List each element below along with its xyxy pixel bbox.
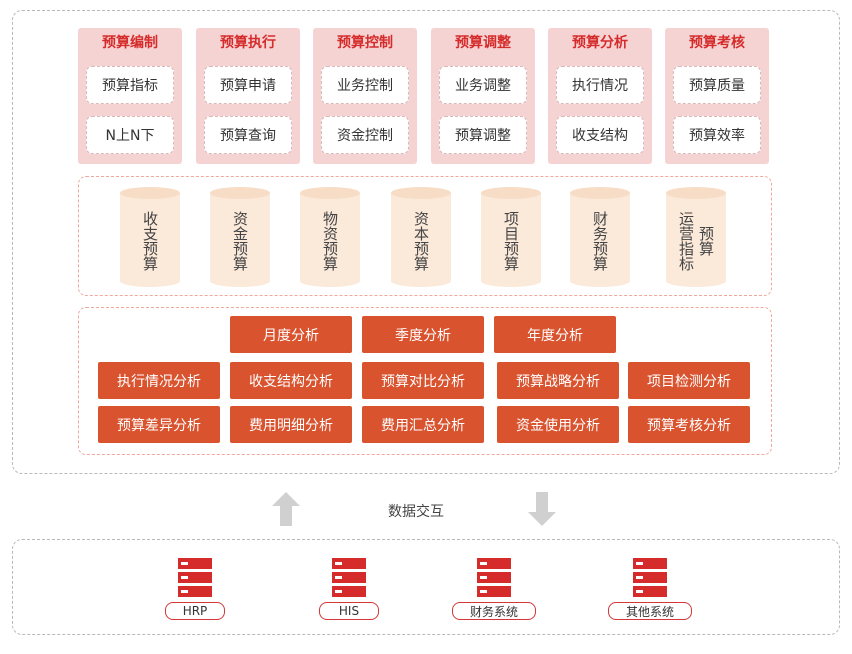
module-item[interactable]: 预算效率	[673, 116, 761, 154]
system-hrp[interactable]: HRP	[165, 558, 225, 622]
cylinder-label: 收支预算	[141, 211, 159, 271]
module-item[interactable]: 收支结构	[556, 116, 644, 154]
annual-analysis-button[interactable]: 年度分析	[494, 316, 616, 353]
module-item[interactable]: 业务控制	[321, 66, 409, 104]
budget-types-panel	[78, 176, 772, 296]
module-title: 预算分析	[572, 35, 628, 51]
module-budget-compile: 预算编制 预算指标 N上N下	[78, 28, 182, 164]
module-item[interactable]: 预算调整	[439, 116, 527, 154]
analysis-panel	[78, 307, 772, 455]
cylinder-operation-indicator-budget[interactable]: 运营指标 预算	[666, 187, 726, 287]
project-monitor-analysis-button[interactable]: 项目检测分析	[628, 362, 750, 399]
structure-analysis-button[interactable]: 收支结构分析	[230, 362, 352, 399]
system-label: HIS	[319, 602, 379, 620]
platform-frame	[12, 10, 840, 474]
cylinder-label: 资金预算	[231, 211, 249, 271]
cylinder-project-budget[interactable]: 项目预算	[481, 187, 541, 287]
module-title: 预算考核	[689, 35, 745, 51]
cylinder-label: 项目预算	[502, 211, 520, 271]
server-icon	[178, 558, 212, 597]
cylinder-revenue-expense-budget[interactable]: 收支预算	[120, 187, 180, 287]
module-item[interactable]: 资金控制	[321, 116, 409, 154]
server-icon	[633, 558, 667, 597]
module-item[interactable]: 预算申请	[204, 66, 292, 104]
cylinder-label: 运营指标	[677, 211, 695, 271]
cylinder-capital-budget[interactable]: 资本预算	[391, 187, 451, 287]
monthly-analysis-button[interactable]: 月度分析	[230, 316, 352, 353]
system-label: HRP	[165, 602, 225, 620]
cylinder-label: 财务预算	[591, 211, 609, 271]
cylinder-label: 预算	[697, 226, 715, 256]
source-systems-frame	[12, 539, 840, 635]
module-item[interactable]: 执行情况	[556, 66, 644, 104]
expense-detail-analysis-button[interactable]: 费用明细分析	[230, 406, 352, 443]
module-title: 预算调整	[455, 35, 511, 51]
cylinder-fund-budget[interactable]: 资金预算	[210, 187, 270, 287]
system-finance[interactable]: 财务系统	[452, 558, 536, 622]
system-label: 财务系统	[452, 602, 536, 620]
system-label: 其他系统	[608, 602, 692, 620]
module-title: 预算编制	[102, 35, 158, 51]
module-budget-control: 预算控制 业务控制 资金控制	[313, 28, 417, 164]
module-item[interactable]: 预算质量	[673, 66, 761, 104]
variance-analysis-button[interactable]: 预算差异分析	[98, 406, 220, 443]
module-budget-execute: 预算执行 预算申请 预算查询	[196, 28, 300, 164]
execution-analysis-button[interactable]: 执行情况分析	[98, 362, 220, 399]
data-exchange-label: 数据交互	[388, 504, 444, 520]
module-item[interactable]: 预算查询	[204, 116, 292, 154]
system-other[interactable]: 其他系统	[608, 558, 692, 622]
expense-summary-analysis-button[interactable]: 费用汇总分析	[362, 406, 484, 443]
cylinder-label: 资本预算	[412, 211, 430, 271]
module-item[interactable]: 预算指标	[86, 66, 174, 104]
strategy-analysis-button[interactable]: 预算战略分析	[497, 362, 619, 399]
arrow-up-icon	[272, 492, 300, 526]
cylinder-financial-budget[interactable]: 财务预算	[570, 187, 630, 287]
comparison-analysis-button[interactable]: 预算对比分析	[362, 362, 484, 399]
module-budget-analysis: 预算分析 执行情况 收支结构	[548, 28, 652, 164]
module-item[interactable]: 业务调整	[439, 66, 527, 104]
arrow-down-icon	[528, 492, 556, 526]
system-his[interactable]: HIS	[319, 558, 379, 622]
module-item[interactable]: N上N下	[86, 116, 174, 154]
server-icon	[332, 558, 366, 597]
module-budget-adjust: 预算调整 业务调整 预算调整	[431, 28, 535, 164]
quarterly-analysis-button[interactable]: 季度分析	[362, 316, 484, 353]
module-title: 预算执行	[220, 35, 276, 51]
fund-usage-analysis-button[interactable]: 资金使用分析	[497, 406, 619, 443]
cylinder-material-budget[interactable]: 物资预算	[300, 187, 360, 287]
cylinder-label: 物资预算	[321, 211, 339, 271]
module-title: 预算控制	[337, 35, 393, 51]
assessment-analysis-button[interactable]: 预算考核分析	[628, 406, 750, 443]
server-icon	[477, 558, 511, 597]
module-budget-assessment: 预算考核 预算质量 预算效率	[665, 28, 769, 164]
